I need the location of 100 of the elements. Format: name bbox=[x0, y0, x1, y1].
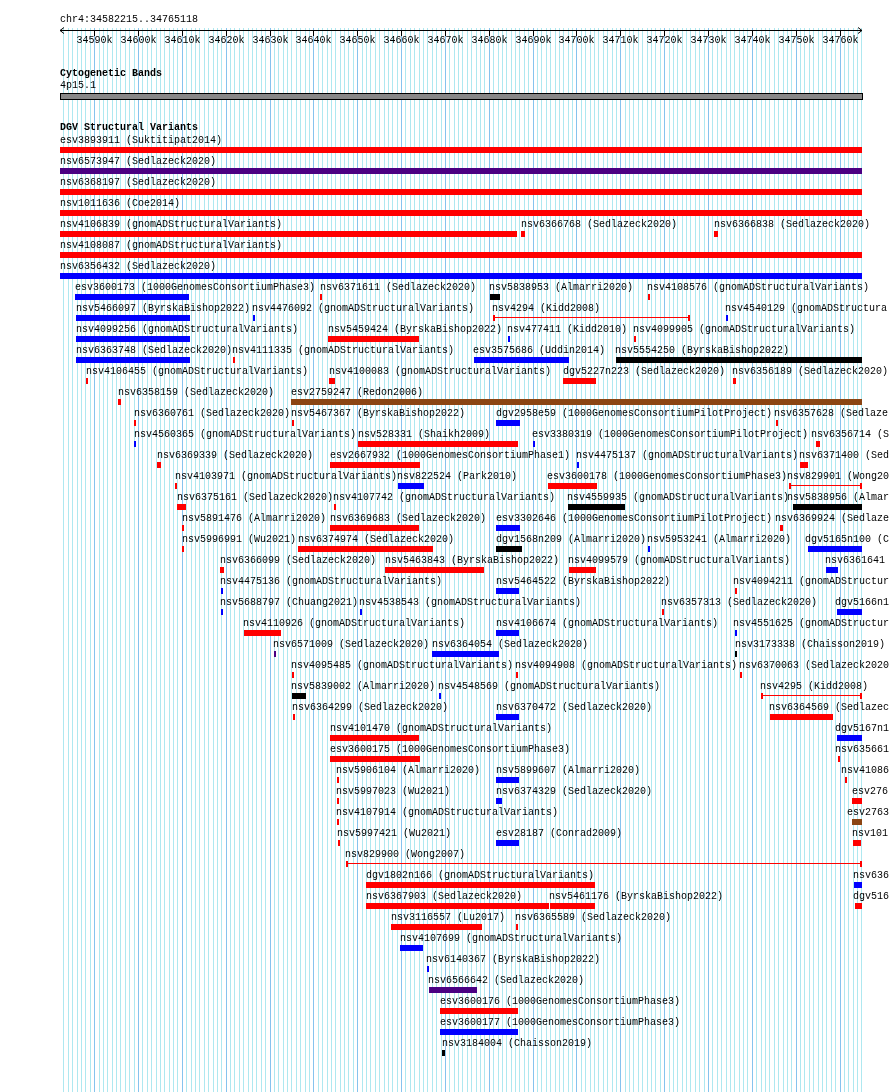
variant-label: esv3600173 (1000GenomesConsortiumPhase3) bbox=[75, 282, 316, 293]
variant-label: nsv6365589 (Sedlazeck2020) bbox=[515, 912, 672, 923]
band-label: 4p15.1 bbox=[60, 80, 96, 91]
variant-label: nsv6369683 (Sedlazeck2020) bbox=[330, 513, 487, 524]
variant-label: esv3380319 (1000GenomesConsortiumPilotProject) bbox=[532, 429, 809, 440]
variant-label: nsv6356714 (S bbox=[811, 429, 889, 440]
tick-label: 34710k bbox=[602, 35, 639, 46]
variant-label: esv3575686 (Uddin2014) bbox=[473, 345, 606, 356]
tick-label: 34700k bbox=[558, 35, 595, 46]
tick-label: 34670k bbox=[427, 35, 464, 46]
variant-label: nsv4094908 (gnomADStructuralVariants) bbox=[515, 660, 738, 671]
variant-label: nsv5906104 (Almarri2020) bbox=[336, 765, 481, 776]
variant-label: nsv6367903 (Sedlazeck2020) bbox=[366, 891, 523, 902]
variant-label: nsv6370063 (Sedlazeck2020 bbox=[739, 660, 890, 671]
variant-label: nsv822524 (Park2010) bbox=[397, 471, 518, 482]
variant-label: nsv6357628 (Sedlaze bbox=[774, 408, 889, 419]
variant-label: esv3600176 (1000GenomesConsortiumPhase3) bbox=[440, 996, 681, 1007]
variant-label: nsv5997023 (Wu2021) bbox=[336, 786, 451, 797]
variant-label: nsv5464522 (ByrskaBishop2022) bbox=[496, 576, 671, 587]
variant-label: nsv4295 (Kidd2008) bbox=[760, 681, 869, 692]
tick-label: 34630k bbox=[252, 35, 289, 46]
variant-label: nsv4107914 (gnomADStructuralVariants) bbox=[336, 807, 559, 818]
variant-label: nsv3184004 (Chaisson2019) bbox=[442, 1038, 593, 1049]
variant-label: esv2759247 (Redon2006) bbox=[291, 387, 424, 398]
variant-label: esv2667932 (1000GenomesConsortiumPhase1) bbox=[330, 450, 571, 461]
variant-label: nsv6369924 (Sedlaze bbox=[775, 513, 890, 524]
variant-label: nsv4540129 (gnomADStructura bbox=[725, 303, 888, 314]
variant-label: nsv6366768 (Sedlazeck2020) bbox=[521, 219, 678, 230]
variant-label: nsv5467367 (ByrskaBishop2022) bbox=[291, 408, 466, 419]
variant-label: nsv6374329 (Sedlazeck2020) bbox=[496, 786, 653, 797]
variant-label: esv28187 (Conrad2009) bbox=[496, 828, 623, 839]
tick-label: 34640k bbox=[295, 35, 332, 46]
variant-label: nsv6360761 (Sedlazeck2020) bbox=[134, 408, 291, 419]
variant-label: nsv4101470 (gnomADStructuralVariants) bbox=[330, 723, 553, 734]
variant-label: esv3302646 (1000GenomesConsortiumPilotProject) bbox=[496, 513, 773, 524]
variant-label: nsv41086 bbox=[841, 765, 889, 776]
tick-label: 34660k bbox=[383, 35, 420, 46]
variant-label: nsv3116557 (Lu2017) bbox=[391, 912, 506, 923]
variant-label: nsv5899607 (Almarri2020) bbox=[496, 765, 641, 776]
variant-label: nsv6375161 (Sedlazeck2020) bbox=[177, 492, 334, 503]
variant-label: nsv5839002 (Almarri2020) bbox=[291, 681, 436, 692]
variant-label: nsv4100083 (gnomADStructuralVariants) bbox=[329, 366, 552, 377]
variant-label: nsv4548569 (gnomADStructuralVariants) bbox=[438, 681, 661, 692]
variant-label: nsv635661 bbox=[835, 744, 889, 755]
variant-label: nsv4099579 (gnomADStructuralVariants) bbox=[568, 555, 791, 566]
variant-label: nsv829900 (Wong2007) bbox=[345, 849, 466, 860]
variant-label: nsv6370472 (Sedlazeck2020) bbox=[496, 702, 653, 713]
variant-label: dgv2958e59 (1000GenomesConsortiumPilotProject) bbox=[496, 408, 773, 419]
variant-label: nsv6364569 (Sedlazec bbox=[769, 702, 890, 713]
variant-label: nsv5997421 (Wu2021) bbox=[337, 828, 452, 839]
variant-label: nsv4475137 (gnomADStructuralVariants) bbox=[576, 450, 799, 461]
position-label: chr4:34582215..34765118 bbox=[60, 14, 199, 25]
variant-label: nsv4103971 (gnomADStructuralVariants) bbox=[175, 471, 398, 482]
variant-label: nsv829901 (Wong20 bbox=[787, 471, 890, 482]
variant-label: nsv4111335 (gnomADStructuralVariants) bbox=[232, 345, 455, 356]
tick-label: 34590k bbox=[76, 35, 113, 46]
variant-label: dgv5166n1 bbox=[835, 597, 889, 608]
variant-label: nsv4551625 (gnomADStructur bbox=[733, 618, 890, 629]
variant-label: dgv1802n166 (gnomADStructuralVariants) bbox=[366, 870, 595, 881]
variant-label: nsv6364299 (Sedlazeck2020) bbox=[292, 702, 449, 713]
variant-label: nsv4108087 (gnomADStructuralVariants) bbox=[60, 240, 283, 251]
tick-label: 34680k bbox=[471, 35, 508, 46]
variant-label: nsv6361641 bbox=[825, 555, 885, 566]
variant-label: nsv6366838 (Sedlazeck2020) bbox=[714, 219, 871, 230]
variant-label: nsv4106674 (gnomADStructuralVariants) bbox=[496, 618, 719, 629]
variant-label: nsv6371611 (Sedlazeck2020) bbox=[320, 282, 477, 293]
variant-label: dgv5227n223 (Sedlazeck2020) bbox=[563, 366, 726, 377]
track-title: DGV Structural Variants bbox=[60, 122, 199, 133]
variant-label: esv3893911 (Suktitipat2014) bbox=[60, 135, 223, 146]
variant-label: nsv5688797 (Chuang2021) bbox=[220, 597, 359, 608]
variant-label: nsv4476092 (gnomADStructuralVariants) bbox=[252, 303, 475, 314]
variant-label: nsv477411 (Kidd2010) bbox=[507, 324, 628, 335]
variant-label: nsv4099256 (gnomADStructuralVariants) bbox=[76, 324, 299, 335]
variant-label: esv276 bbox=[852, 786, 888, 797]
variant-label: nsv4538543 (gnomADStructuralVariants) bbox=[359, 597, 582, 608]
variant-label: nsv6363748 (Sedlazeck2020) bbox=[76, 345, 233, 356]
variant-label: nsv5459424 (ByrskaBishop2022) bbox=[328, 324, 503, 335]
variant-label: nsv5554250 (ByrskaBishop2022) bbox=[615, 345, 790, 356]
variant-label: nsv6366099 (Sedlazeck2020) bbox=[220, 555, 377, 566]
variant-label: nsv4094211 (gnomADStructur bbox=[733, 576, 890, 587]
variant-label: nsv4107699 (gnomADStructuralVariants) bbox=[400, 933, 623, 944]
variant-label: nsv4106455 (gnomADStructuralVariants) bbox=[86, 366, 309, 377]
variant-label: nsv5953241 (Almarri2020) bbox=[647, 534, 792, 545]
variant-label: nsv6356432 (Sedlazeck2020) bbox=[60, 261, 217, 272]
variant-label: nsv6371400 (Sed bbox=[799, 450, 889, 461]
variant-label: nsv1011636 (Coe2014) bbox=[60, 198, 181, 209]
variant-label: nsv6368197 (Sedlazeck2020) bbox=[60, 177, 217, 188]
tick-label: 34750k bbox=[778, 35, 815, 46]
variant-label: nsv5461176 (ByrskaBishop2022) bbox=[549, 891, 724, 902]
variant-label: nsv5996991 (Wu2021) bbox=[182, 534, 297, 545]
variant-label: nsv4106839 (gnomADStructuralVariants) bbox=[60, 219, 283, 230]
variant-label: nsv4099905 (gnomADStructuralVariants) bbox=[633, 324, 856, 335]
variant-label: esv3600177 (1000GenomesConsortiumPhase3) bbox=[440, 1017, 681, 1028]
variant-label: nsv6357313 (Sedlazeck2020) bbox=[661, 597, 818, 608]
variant-label: nsv528331 (Shaikh2009) bbox=[358, 429, 491, 440]
tick-label: 34650k bbox=[339, 35, 376, 46]
tick-label: 34620k bbox=[208, 35, 245, 46]
variant-label: nsv6358159 (Sedlazeck2020) bbox=[118, 387, 275, 398]
variant-label: nsv6369339 (Sedlazeck2020) bbox=[157, 450, 314, 461]
variant-label: nsv6364054 (Sedlazeck2020) bbox=[432, 639, 589, 650]
